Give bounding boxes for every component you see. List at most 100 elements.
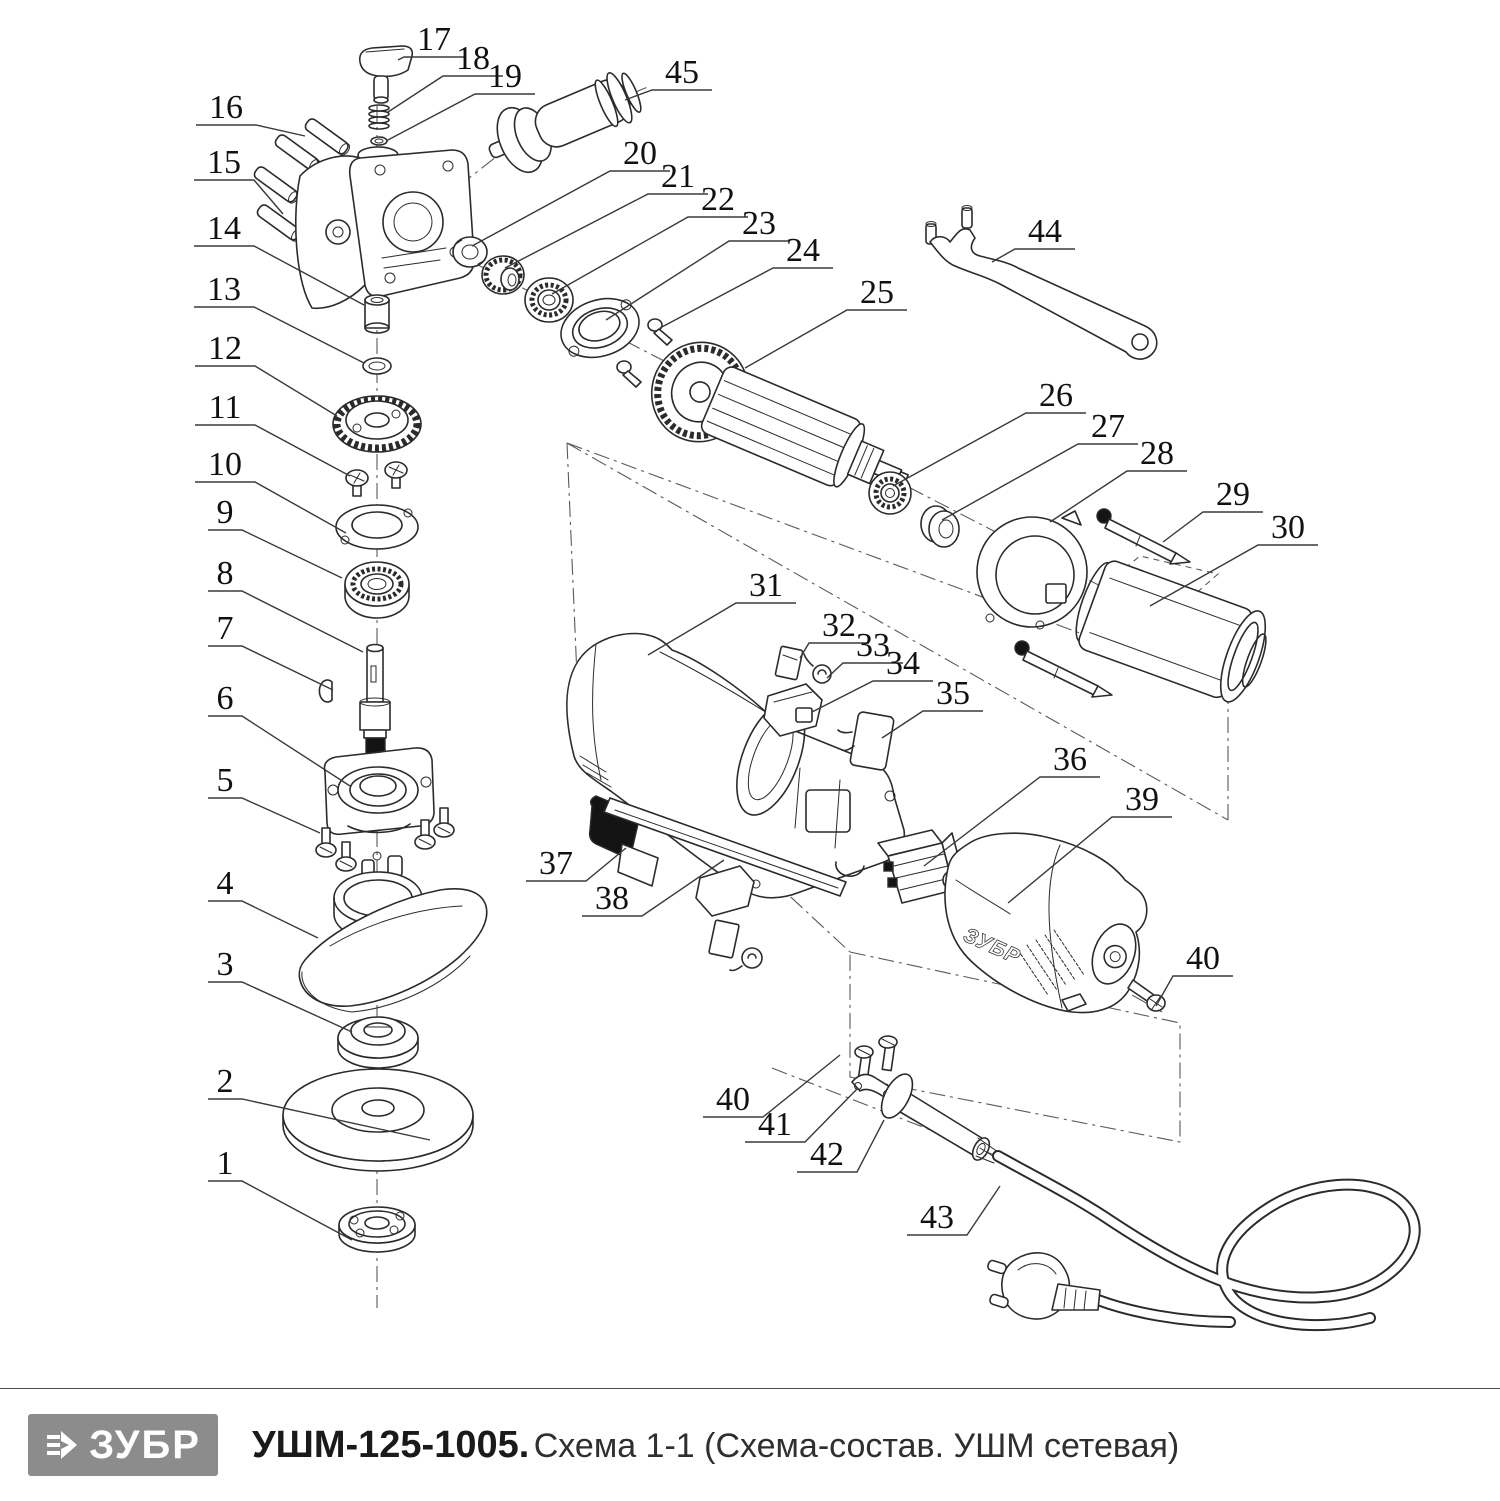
callout-31: 31 [647,567,796,656]
part-retaining-ring [362,357,392,375]
svg-text:5: 5 [217,762,234,799]
svg-text:31: 31 [749,567,783,604]
part-cord-screws [854,1035,898,1082]
callout-10: 10 [195,446,347,534]
callout-20: 20 [471,135,670,247]
callout-36: 36 [923,741,1100,867]
part-side-handle [488,71,642,174]
part-flange-screws [315,807,455,872]
callout-3: 3 [208,946,353,1033]
callout-5: 5 [208,762,321,834]
svg-text:18: 18 [456,40,490,77]
part-pinion-bearing [524,277,574,323]
callout-30: 30 [1149,509,1318,607]
svg-text:19: 19 [488,58,522,95]
part-brush-spring-top [803,653,832,684]
brand-logo-text: ЗУБР [89,1422,201,1467]
svg-text:10: 10 [208,446,242,483]
svg-text:3: 3 [217,946,234,983]
svg-text:12: 12 [208,330,242,367]
callout-26: 26 [892,377,1086,487]
part-spindle-bushing [364,294,390,334]
part-spindle-nut [452,236,488,268]
callout-45: 45 [624,54,712,101]
part-power-cord [975,1137,1421,1332]
part-bearing-cover [976,510,1088,630]
part-wheel-guard [298,851,488,1013]
callout-42: 42 [797,1119,885,1173]
callout-labels: 1234567891011121314151617181920212223242… [194,21,1318,1241]
part-cord-sleeve [880,1073,991,1161]
part-lock-washer [370,136,388,146]
part-pin-wrench [925,205,1158,360]
callout-29: 29 [1162,476,1263,543]
svg-text:40: 40 [1186,940,1220,977]
svg-text:35: 35 [936,675,970,712]
part-spindle-lock-button [358,45,414,104]
part-spindle-key [318,679,333,703]
svg-text:41: 41 [758,1106,792,1143]
callout-2: 2 [208,1063,431,1141]
svg-text:30: 30 [1271,509,1305,546]
svg-text:34: 34 [886,645,920,682]
part-crown-gear [332,395,422,453]
callout-11: 11 [195,389,351,477]
callout-22: 22 [551,181,748,295]
callout-23: 23 [605,205,789,321]
part-armature [650,341,909,488]
brand-logo: ЗУБР [28,1414,218,1476]
svg-text:44: 44 [1028,213,1062,250]
svg-text:42: 42 [810,1136,844,1173]
svg-text:36: 36 [1053,741,1087,778]
part-rear-cover: ЗУБР [944,832,1148,1014]
part-bearing-plate [335,504,419,550]
svg-text:27: 27 [1091,408,1125,445]
part-oval-flange [560,297,640,359]
svg-text:20: 20 [623,135,657,172]
callout-44: 44 [991,213,1075,263]
diagram-svg: ЗУБР [194,21,1421,1332]
callout-34: 34 [811,645,933,713]
callout-21: 21 [504,158,708,269]
callout-1: 1 [208,1145,353,1241]
svg-text:26: 26 [1039,377,1073,414]
model-number: УШМ-125-1005. [252,1423,530,1466]
svg-text:14: 14 [207,210,241,247]
part-pinion-gear [481,255,525,295]
callout-24: 24 [659,232,833,329]
callout-8: 8 [208,555,364,653]
part-flange-screws-small [616,318,673,388]
svg-text:11: 11 [209,389,242,426]
svg-text:43: 43 [920,1199,954,1236]
svg-text:17: 17 [417,21,451,58]
part-gear-screws [345,461,408,497]
callout-6: 6 [208,680,351,787]
part-stator-screws [1014,508,1191,698]
svg-text:38: 38 [595,880,629,917]
callout-33: 33 [826,627,903,679]
svg-text:7: 7 [217,610,234,647]
svg-text:8: 8 [217,555,234,592]
part-spindle-bearing [344,561,410,619]
svg-text:23: 23 [742,205,776,242]
part-bearing-sleeve [920,505,960,548]
callout-14: 14 [194,210,365,306]
part-spindle [359,643,391,761]
svg-text:15: 15 [207,144,241,181]
callout-27: 27 [941,408,1138,521]
svg-text:33: 33 [856,627,890,664]
callout-28: 28 [1049,435,1187,523]
part-lock-spring [368,104,390,130]
callout-16: 16 [196,89,306,137]
caption: УШМ-125-1005. Схема 1-1 (Схема-состав. У… [252,1424,1179,1467]
brand-bison-icon [47,1431,78,1459]
svg-text:6: 6 [217,680,234,717]
part-brush-bracket [763,683,823,737]
callout-38: 38 [582,859,725,917]
callout-17: 17 [397,21,464,61]
svg-text:13: 13 [207,271,241,308]
svg-text:28: 28 [1140,435,1174,472]
part-grinding-disc [282,1068,474,1172]
scheme-subtitle: Схема 1-1 (Схема-состав. УШМ сетевая) [533,1426,1180,1465]
svg-text:1: 1 [217,1145,234,1182]
